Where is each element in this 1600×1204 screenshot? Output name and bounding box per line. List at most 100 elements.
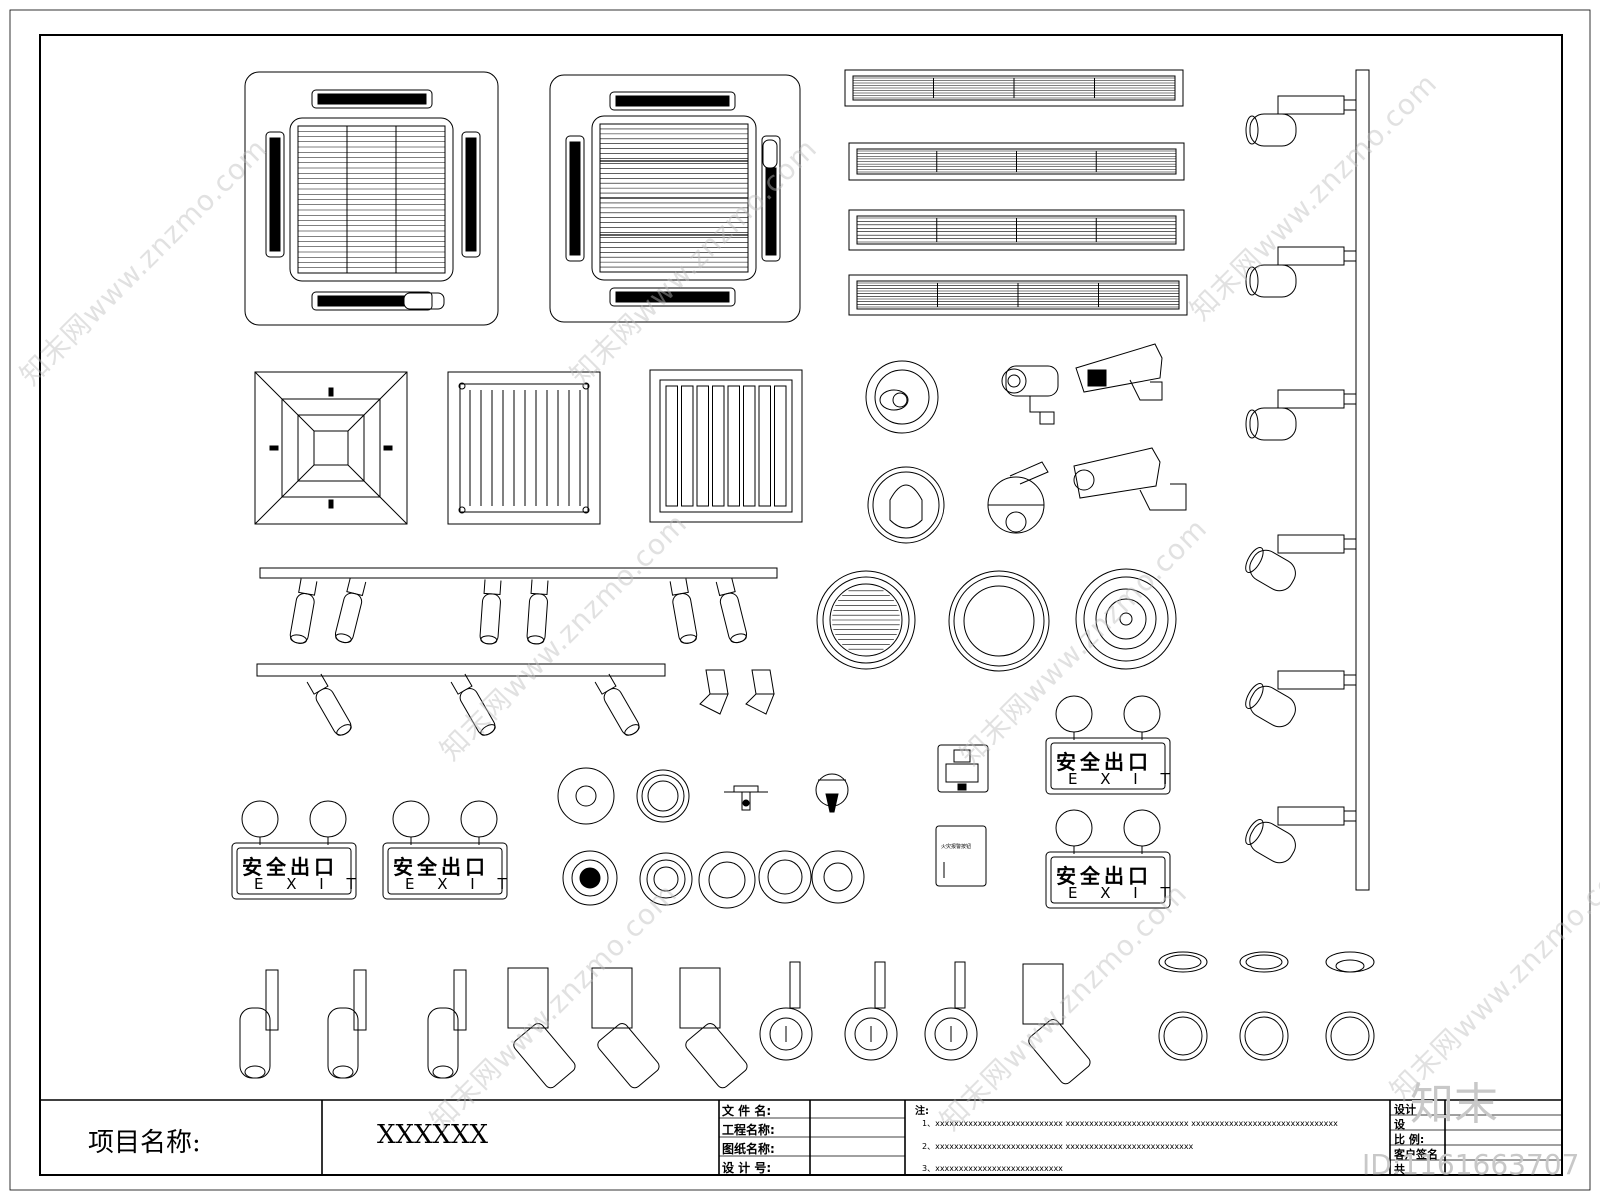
smoke-detector-3 bbox=[562, 850, 618, 906]
track-spotlight-lower-2 bbox=[450, 673, 496, 736]
tilt-spotlight-3 bbox=[679, 967, 748, 1089]
field-project-name: 工程名称: bbox=[722, 1123, 775, 1137]
title-block-rows bbox=[719, 1114, 1562, 1161]
note-2: 2、xxxxxxxxxxxxxxxxxxxxxxxxxxx xxxxxxxxxx… bbox=[922, 1142, 1194, 1151]
surface-cylinder-light-2 bbox=[327, 969, 367, 1079]
sprinkler-pendent-1 bbox=[724, 785, 768, 811]
right-field-client-sign: 客户签名 bbox=[1394, 1148, 1438, 1161]
sprinkler-pendent-2 bbox=[815, 773, 849, 813]
exit-sign-cn-2: 安全出口 bbox=[393, 855, 489, 879]
adjustable-downlight-2 bbox=[745, 669, 775, 715]
field-design-no: 设 计 号: bbox=[722, 1161, 772, 1175]
dome-camera-1 bbox=[867, 466, 945, 544]
linear-diffuser-3 bbox=[848, 209, 1185, 251]
alarm-panel-caption: 火灾报警按钮 bbox=[941, 844, 972, 850]
round-diffuser-2 bbox=[948, 570, 1050, 672]
exit-sign-4 bbox=[1045, 809, 1171, 909]
right-field-design-2: 设 bbox=[1394, 1118, 1405, 1131]
track-spotlight-5 bbox=[669, 578, 698, 644]
recessed-downlight-3 bbox=[1325, 951, 1375, 973]
exit-sign-cn-3: 安全出口 bbox=[1056, 750, 1152, 774]
wall-round-light-2 bbox=[844, 961, 898, 1061]
track-spotlight-1 bbox=[289, 578, 318, 644]
exit-sign-cn-4: 安全出口 bbox=[1056, 864, 1152, 888]
exit-sign-1 bbox=[231, 800, 357, 900]
tilt-spotlight-1 bbox=[507, 967, 576, 1089]
smoke-detector-1 bbox=[557, 767, 615, 825]
field-file-name: 文 件 名: bbox=[722, 1104, 772, 1118]
exit-sign-3 bbox=[1045, 695, 1171, 795]
exit-sign-2 bbox=[382, 800, 508, 900]
wall-spotlight-5 bbox=[1245, 670, 1357, 728]
smoke-detector-7 bbox=[811, 850, 865, 904]
exit-sign-cn-1: 安全出口 bbox=[242, 855, 338, 879]
wall-spotlight-3 bbox=[1245, 389, 1357, 441]
ceiling-speaker bbox=[865, 360, 939, 434]
box-camera-1 bbox=[1075, 343, 1163, 401]
surface-cylinder-light-1 bbox=[239, 969, 279, 1079]
track-spotlight-lower-3 bbox=[594, 673, 640, 736]
project-name-value: XXXXXX bbox=[377, 1120, 489, 1150]
cassette-ac-unit-2 bbox=[549, 74, 801, 323]
track-spotlight-6 bbox=[715, 577, 748, 644]
brand-logo: 知末 bbox=[1410, 1079, 1498, 1130]
track-spotlight-lower-1 bbox=[306, 673, 352, 736]
return-grille-1 bbox=[447, 371, 601, 525]
downlight-plan-3 bbox=[1325, 1011, 1375, 1061]
tilt-spotlight-2 bbox=[591, 967, 660, 1089]
track-spotlight-2 bbox=[334, 577, 367, 644]
linear-diffuser-1 bbox=[844, 69, 1184, 107]
cassette-ac-unit-1 bbox=[244, 71, 499, 326]
exit-sign-en-1: E X I T bbox=[254, 875, 365, 893]
return-grille-2 bbox=[649, 369, 803, 523]
fire-alarm-panel bbox=[935, 825, 987, 887]
round-diffuser-3 bbox=[1075, 568, 1177, 670]
track-rail-1 bbox=[259, 567, 778, 579]
adjustable-downlight-1 bbox=[699, 669, 729, 715]
recessed-downlight-1 bbox=[1158, 951, 1208, 973]
ptz-camera bbox=[987, 461, 1049, 534]
project-name-label: 项目名称: bbox=[88, 1128, 201, 1158]
field-drawing-name: 图纸名称: bbox=[722, 1142, 775, 1156]
box-camera-2 bbox=[1073, 447, 1187, 511]
exit-sign-en-3: E X I T bbox=[1068, 770, 1179, 788]
wall-spotlight-6 bbox=[1245, 806, 1357, 864]
smoke-detector-4 bbox=[639, 852, 693, 906]
wall-track-rail bbox=[1355, 69, 1370, 891]
exit-sign-en-2: E X I T bbox=[405, 875, 516, 893]
wall-spotlight-4 bbox=[1245, 534, 1357, 592]
bullet-camera-1 bbox=[1001, 365, 1059, 425]
downlight-plan-2 bbox=[1239, 1011, 1289, 1061]
square-diffuser bbox=[254, 371, 408, 525]
exit-sign-en-4: E X I T bbox=[1068, 884, 1179, 902]
round-diffuser-1 bbox=[816, 570, 916, 670]
track-spotlight-4 bbox=[526, 579, 549, 645]
linear-diffuser-4 bbox=[848, 274, 1188, 316]
smoke-detector-2 bbox=[636, 769, 690, 823]
recessed-downlight-2 bbox=[1239, 951, 1289, 973]
wall-spotlight-2 bbox=[1245, 246, 1357, 298]
downlight-plan-1 bbox=[1158, 1011, 1208, 1061]
outer-frame bbox=[9, 9, 1591, 1191]
right-field-scale: 比 例: bbox=[1394, 1133, 1425, 1146]
track-spotlight-3 bbox=[479, 579, 502, 645]
smoke-detector-6 bbox=[758, 850, 812, 904]
note-1: 1、xxxxxxxxxxxxxxxxxxxxxxxxxxx xxxxxxxxxx… bbox=[922, 1119, 1338, 1128]
track-rail-2 bbox=[256, 663, 666, 677]
smoke-detector-5 bbox=[698, 851, 756, 909]
note-3: 3、xxxxxxxxxxxxxxxxxxxxxxxxxxx bbox=[922, 1164, 1063, 1173]
surface-cylinder-light-3 bbox=[427, 969, 467, 1079]
right-field-total: 共 bbox=[1394, 1163, 1405, 1176]
notes-label: 注: bbox=[915, 1106, 929, 1117]
drawing-id: ID:1161663707 bbox=[1362, 1148, 1580, 1181]
right-field-design: 设计 bbox=[1394, 1103, 1416, 1116]
tilt-spotlight-4 bbox=[1022, 963, 1091, 1085]
linear-diffuser-2 bbox=[848, 142, 1185, 181]
wall-spotlight-1 bbox=[1245, 95, 1357, 147]
wall-round-light-3 bbox=[924, 961, 978, 1061]
wall-round-light-1 bbox=[759, 961, 813, 1061]
title-block bbox=[40, 1099, 1562, 1175]
fire-alarm-button bbox=[937, 744, 989, 793]
